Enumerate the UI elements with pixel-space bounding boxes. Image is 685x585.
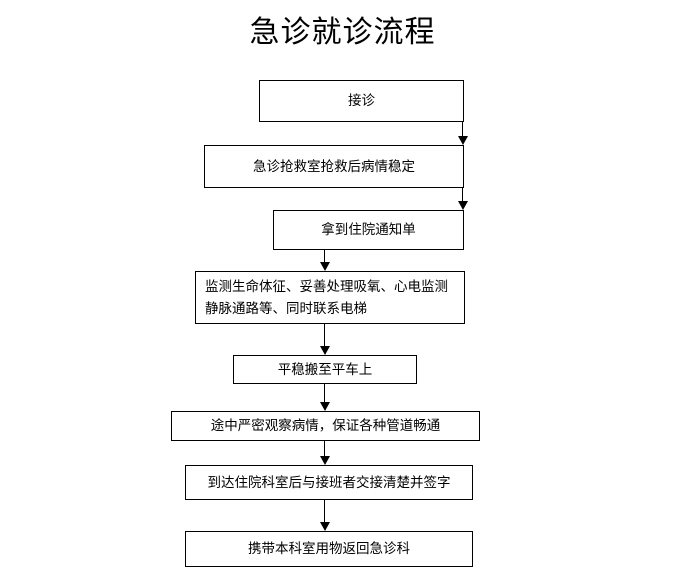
flow-arrow-head-icon [319, 456, 330, 465]
flow-arrow-head-icon [319, 346, 330, 355]
flow-edge-line [462, 122, 464, 137]
flow-node-1[interactable]: 接诊 [259, 80, 464, 122]
flow-node-8-label: 携带本科室用物返回急诊科 [248, 541, 410, 557]
flow-node-7[interactable]: 到达住院科室后与接班者交接清楚并签字 [185, 465, 473, 500]
flow-edge-line [462, 188, 464, 202]
flow-edge-line [324, 324, 326, 347]
flow-node-3-label: 拿到住院通知单 [321, 222, 416, 238]
flow-node-2[interactable]: 急诊抢救室抢救后病情稳定 [204, 145, 464, 188]
flow-edge-line [324, 250, 326, 263]
flow-node-6[interactable]: 途中严密观察病情，保证各种管道畅通 [171, 411, 480, 441]
flow-arrow-head-icon [457, 201, 468, 210]
flow-node-4-label: 监测生命体征、妥善处理吸氧、心电监测 静脉通路等、同时联系电梯 [205, 278, 448, 317]
flow-node-4[interactable]: 监测生命体征、妥善处理吸氧、心电监测 静脉通路等、同时联系电梯 [195, 271, 465, 324]
flow-node-3[interactable]: 拿到住院通知单 [273, 210, 464, 250]
flow-edge-line [324, 500, 326, 523]
flow-arrow-head-icon [457, 136, 468, 145]
flow-node-5-label: 平稳搬至平车上 [277, 361, 373, 378]
flow-arrow-head-icon [319, 402, 330, 411]
flow-arrow-head-icon [319, 262, 330, 271]
page-title: 急诊就诊流程 [249, 15, 436, 50]
flow-arrow-head-icon [319, 522, 330, 531]
flow-node-2-label: 急诊抢救室抢救后病情稳定 [253, 158, 415, 175]
flow-node-1-label: 接诊 [348, 93, 375, 109]
flow-edge-line [324, 441, 326, 457]
flow-node-6-label: 途中严密观察病情，保证各种管道畅通 [210, 418, 441, 434]
flow-node-8[interactable]: 携带本科室用物返回急诊科 [185, 531, 473, 567]
flow-node-5[interactable]: 平稳搬至平车上 [233, 355, 417, 384]
flow-edge-line [324, 384, 326, 403]
flow-node-7-label: 到达住院科室后与接班者交接清楚并签字 [207, 474, 451, 491]
